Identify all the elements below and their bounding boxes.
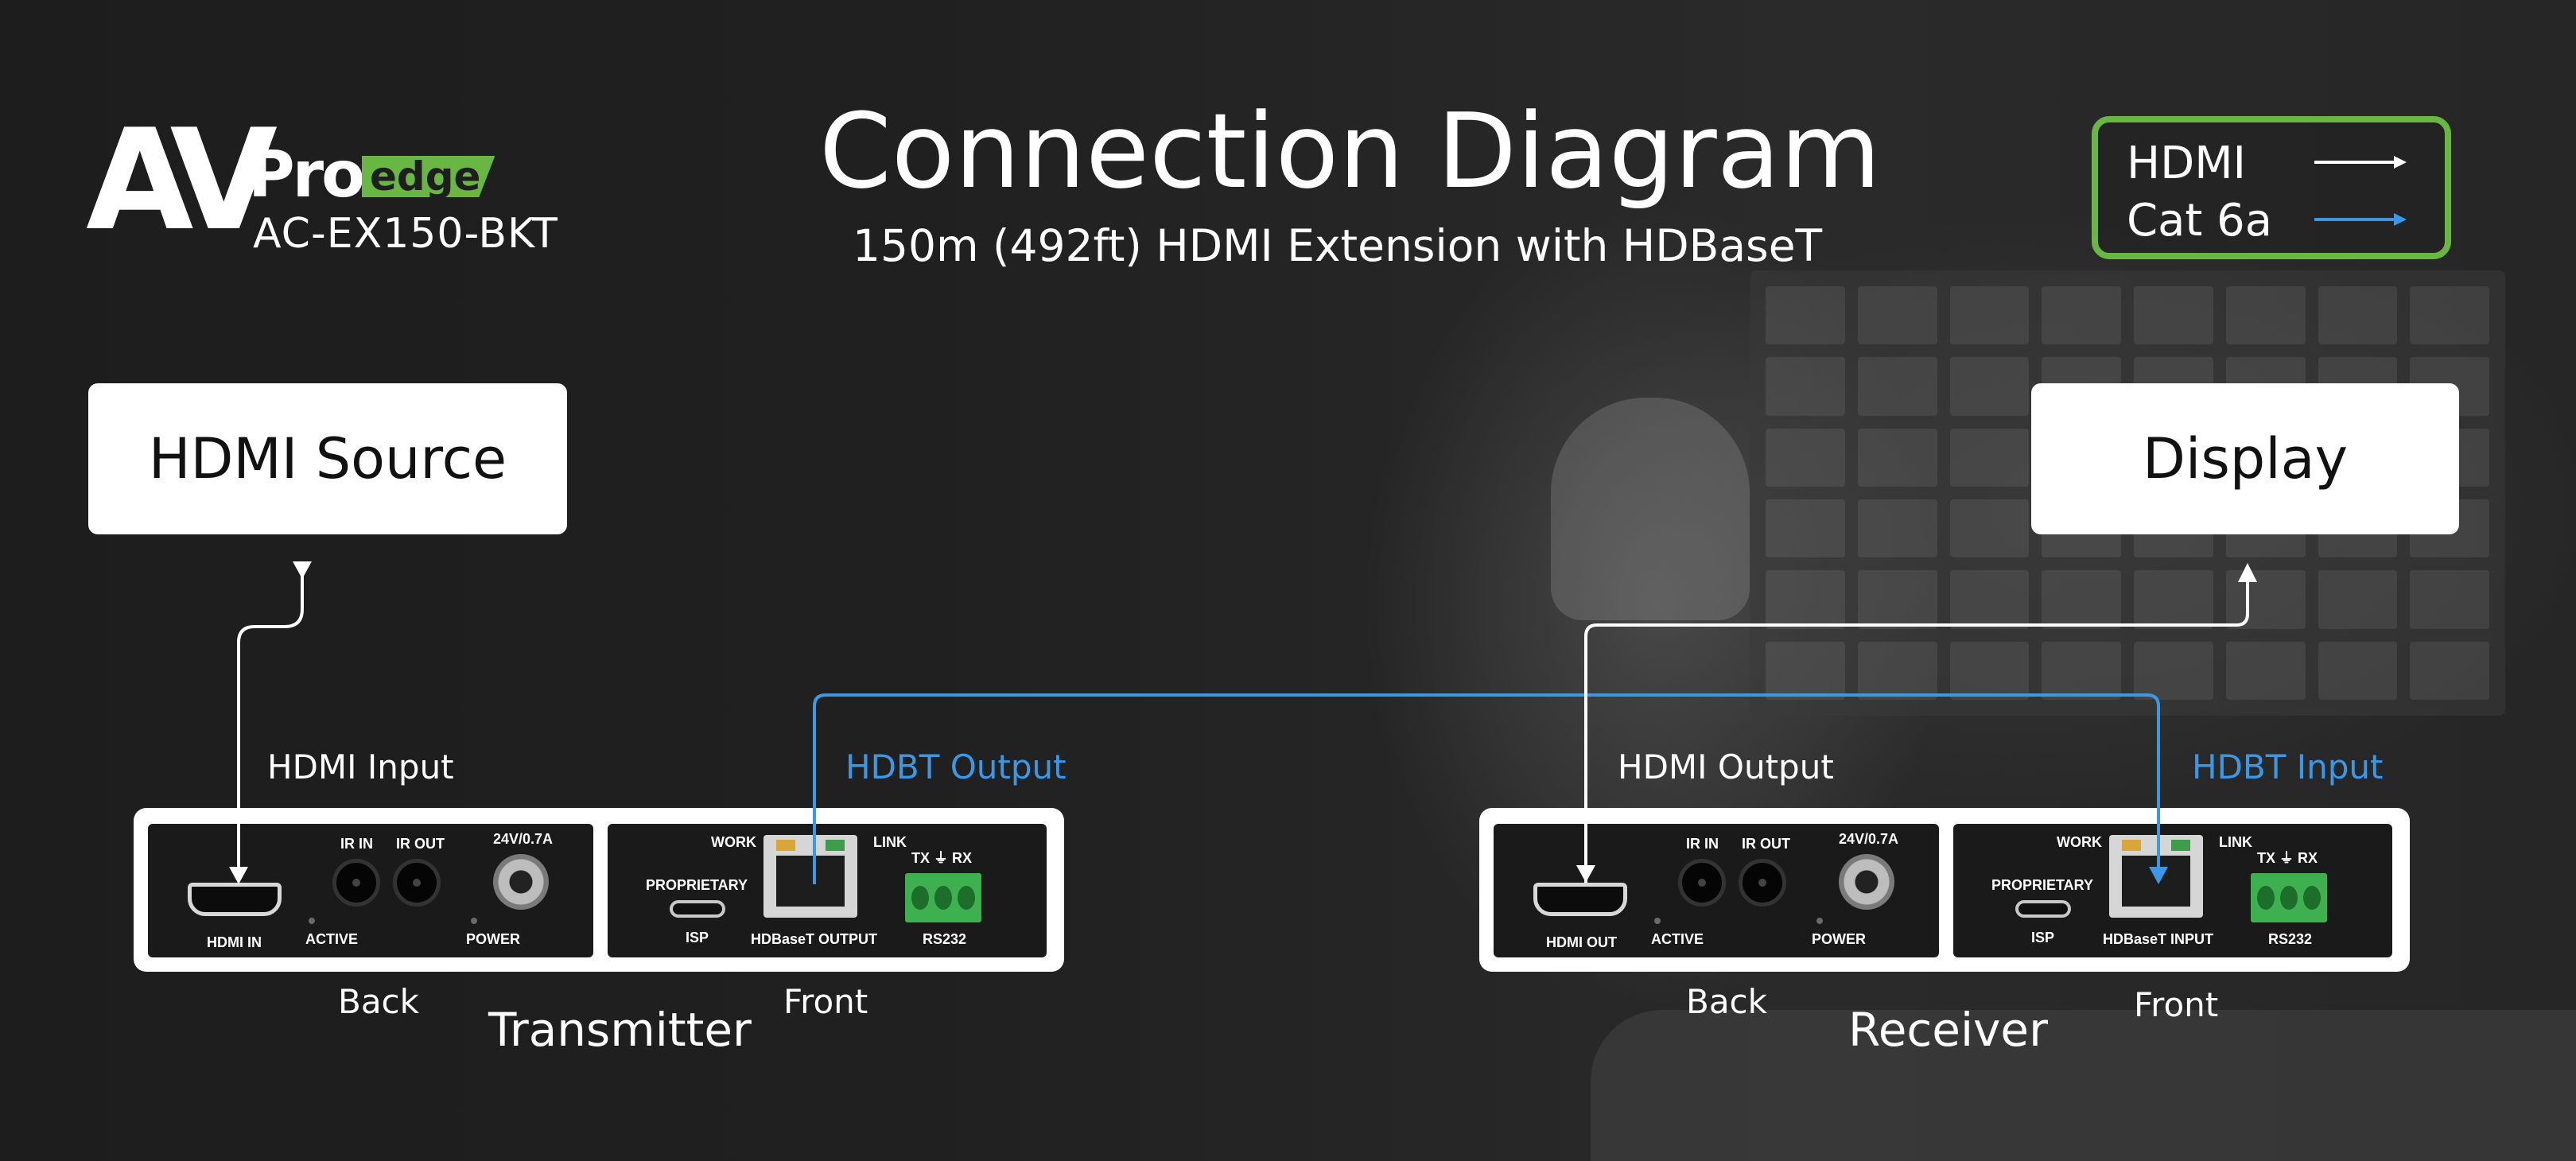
rx-ir-out-jack bbox=[1739, 859, 1786, 907]
logo-av-text: AV bbox=[86, 100, 278, 262]
tx-link-led bbox=[826, 840, 845, 851]
rx-to-display-line bbox=[1584, 580, 2249, 883]
tx-txrx-text: TX ⏚ RX bbox=[911, 850, 973, 866]
hdbt-input-label: HDBT Input bbox=[2192, 747, 2384, 786]
legend-cat6a-label: Cat 6a bbox=[2127, 195, 2273, 247]
rx-hdbaset-input-text: HDBaseT INPUT bbox=[2103, 931, 2214, 947]
rx-isp-text: ISP bbox=[2031, 930, 2055, 945]
model-number: AC-EX150-BKT bbox=[253, 210, 558, 258]
tx-power-jack bbox=[493, 854, 549, 910]
rx-link-led bbox=[2171, 840, 2190, 851]
tx-power-led bbox=[471, 918, 477, 924]
tx-active-led bbox=[309, 918, 315, 924]
logo-edge-badge: edge bbox=[362, 156, 495, 197]
display-label: Display bbox=[2142, 426, 2349, 491]
hdmi-source-label: HDMI Source bbox=[148, 426, 507, 491]
hdmi-source-box: HDMI Source bbox=[88, 383, 567, 534]
hdmi-source-triangle bbox=[293, 561, 312, 579]
hdmi-source-to-tx-line bbox=[237, 563, 304, 873]
transmitter-title: Transmitter bbox=[488, 1003, 752, 1057]
display-box: Display bbox=[2031, 383, 2459, 534]
rx-txrx-text: TX ⏚ RX bbox=[2257, 850, 2318, 866]
receiver-front-panel: WORK LINK PROPRIETARY ISP HDBaseT INPUT … bbox=[1953, 824, 2392, 957]
tx-ir-out-text: IR OUT bbox=[396, 836, 445, 852]
legend-hdmi-label: HDMI bbox=[2127, 138, 2247, 189]
tx-power-rating-text: 24V/0.7A bbox=[493, 831, 554, 847]
rx-power-jack bbox=[1839, 854, 1894, 910]
hdmi-out-port bbox=[1533, 883, 1627, 916]
tx-isp-text: ISP bbox=[686, 930, 709, 945]
page-title: Connection Diagram bbox=[819, 91, 1882, 212]
rx-power-rating-text: 24V/0.7A bbox=[1839, 831, 1899, 847]
rx-hdmi-out-triangle bbox=[1576, 865, 1595, 883]
tx-work-led bbox=[776, 840, 795, 851]
legend-cat6a-arrow bbox=[2314, 213, 2407, 226]
tx-link-text: LINK bbox=[873, 834, 907, 850]
display-arrowhead bbox=[2238, 563, 2257, 582]
rx-power-text: POWER bbox=[1812, 931, 1867, 947]
tx-proprietary-text: PROPRIETARY bbox=[646, 877, 748, 893]
tx-front-label: Front bbox=[783, 982, 868, 1021]
rx-hdmi-out-text: HDMI OUT bbox=[1546, 934, 1617, 950]
tx-usbc-port bbox=[670, 900, 725, 918]
rx-hdbaset-port bbox=[2109, 835, 2203, 918]
tx-ir-in-jack bbox=[332, 859, 380, 907]
rx-rs232-terminal bbox=[2251, 873, 2327, 922]
tx-hdmi-in-arrowhead bbox=[229, 867, 248, 884]
rx-back-label: Back bbox=[1686, 982, 1767, 1021]
rx-active-led bbox=[1654, 918, 1661, 924]
logo-pro-text: Pro bbox=[248, 138, 365, 212]
rx-rs232-text: RS232 bbox=[2268, 931, 2313, 947]
tx-active-text: ACTIVE bbox=[305, 931, 359, 947]
rx-front-label: Front bbox=[2134, 985, 2219, 1024]
tx-ir-in-text: IR IN bbox=[340, 836, 374, 852]
legend: HDMI Cat 6a bbox=[2092, 116, 2451, 259]
tx-hdbaset-port bbox=[763, 835, 857, 918]
tx-back-label: Back bbox=[338, 982, 419, 1021]
hdbt-output-label: HDBT Output bbox=[845, 747, 1067, 786]
hdmi-in-port bbox=[188, 883, 282, 916]
receiver-back-panel: HDMI OUT ACTIVE IR IN IR OUT 24V/0.7A PO… bbox=[1494, 824, 1939, 957]
transmitter-back-panel: HDMI IN ACTIVE IR IN IR OUT 24V/0.7A POW… bbox=[148, 824, 593, 957]
receiver-title: Receiver bbox=[1848, 1003, 2048, 1057]
rx-ir-out-text: IR OUT bbox=[1742, 836, 1790, 852]
background-lamp bbox=[1551, 398, 1750, 620]
page-subtitle: 150m (492ft) HDMI Extension with HDBaseT bbox=[853, 220, 1823, 271]
tx-power-text: POWER bbox=[466, 931, 521, 947]
tx-rs232-terminal bbox=[905, 873, 981, 922]
transmitter-front-panel: WORK LINK PROPRIETARY ISP HDBaseT OUTPUT… bbox=[608, 824, 1047, 957]
rx-power-led bbox=[1816, 918, 1823, 924]
rx-active-text: ACTIVE bbox=[1651, 931, 1704, 947]
cat6a-line bbox=[813, 693, 2160, 884]
rx-work-led bbox=[2122, 840, 2141, 851]
rx-link-text: LINK bbox=[2219, 834, 2252, 850]
rx-work-text: WORK bbox=[2057, 834, 2102, 850]
rx-usbc-port bbox=[2015, 900, 2071, 918]
rx-ir-in-jack bbox=[1678, 859, 1726, 907]
cat6a-arrowhead bbox=[2149, 867, 2168, 884]
tx-rs232-text: RS232 bbox=[923, 931, 967, 947]
rx-ir-in-text: IR IN bbox=[1686, 836, 1719, 852]
hdmi-input-label: HDMI Input bbox=[267, 747, 454, 786]
background-couch bbox=[1591, 1010, 2576, 1161]
hdmi-output-label: HDMI Output bbox=[1618, 747, 1834, 786]
tx-hdmi-in-text: HDMI IN bbox=[207, 934, 262, 950]
legend-hdmi-arrow bbox=[2314, 156, 2407, 169]
rx-proprietary-text: PROPRIETARY bbox=[1991, 877, 2094, 893]
tx-work-text: WORK bbox=[711, 834, 756, 850]
tx-ir-out-jack bbox=[393, 859, 441, 907]
tx-hdbaset-output-text: HDBaseT OUTPUT bbox=[751, 931, 878, 947]
legend-arrows bbox=[2314, 156, 2407, 226]
